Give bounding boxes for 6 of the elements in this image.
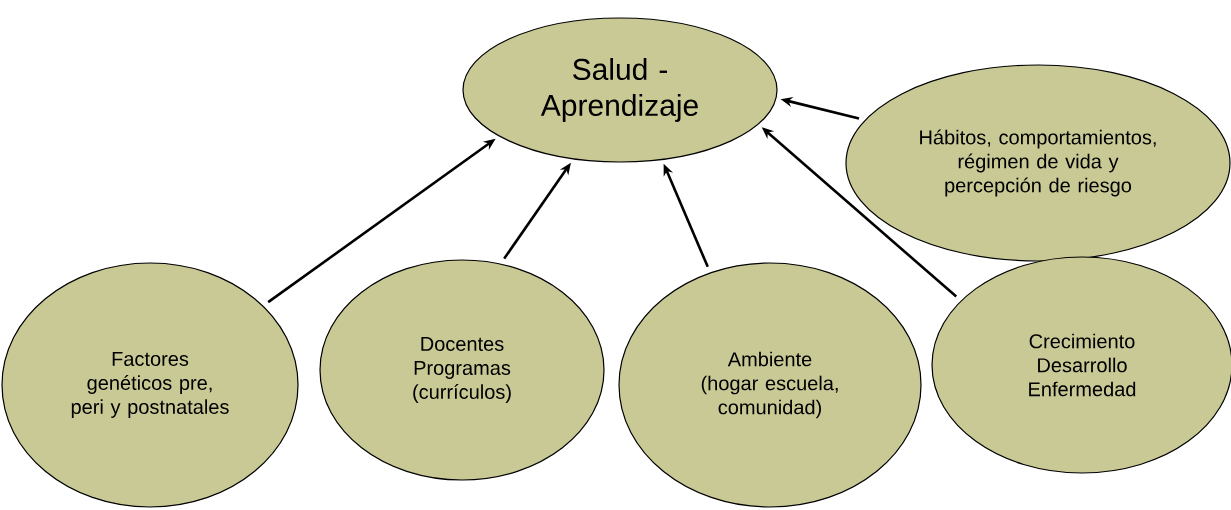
ellipse-node: Factores genéticos pre, peri y postnatales bbox=[1, 262, 299, 508]
ellipse-node: Salud - Aprendizaje bbox=[462, 17, 778, 163]
ellipse-node: Hábitos, comportamientos, régimen de vida y percepción de riesgo bbox=[845, 64, 1231, 262]
ellipse-node: Crecimiento Desarrollo Enfermedad bbox=[931, 256, 1231, 474]
ellipse-node: Ambiente (hogar escuela, comunidad) bbox=[618, 262, 922, 508]
ellipse-node: Docentes Programas (currículos) bbox=[319, 259, 605, 481]
